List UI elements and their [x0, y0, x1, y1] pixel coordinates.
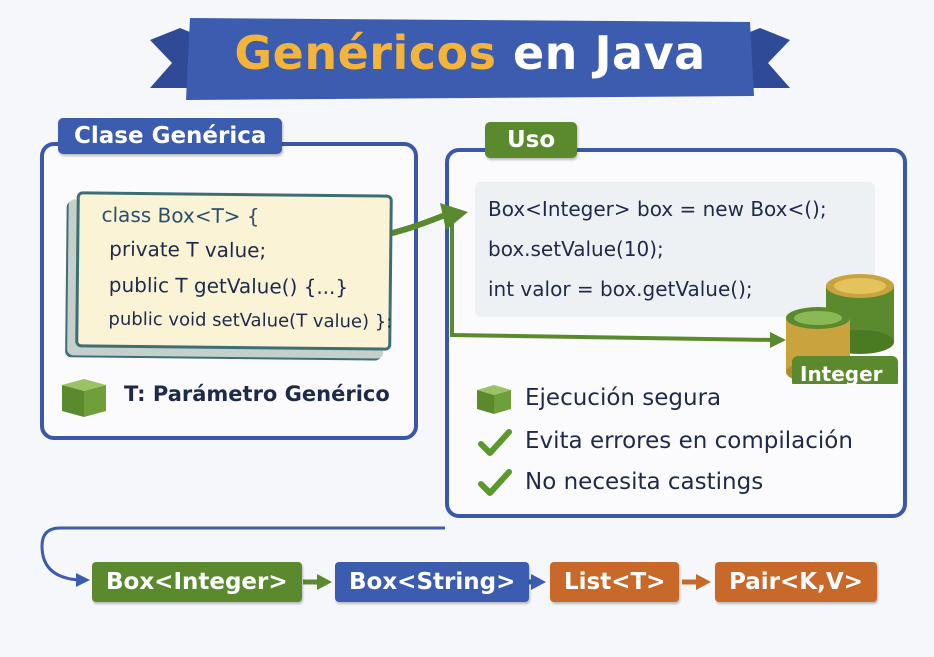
- page-title: Genéricos en Java: [150, 26, 790, 80]
- title-ribbon: [150, 18, 790, 100]
- chain-item-box-string: Box<String>: [335, 562, 530, 602]
- title-part-1: Genéricos: [234, 26, 497, 80]
- chain-arrow-3: [682, 574, 711, 590]
- generic-class-tag: Clase Genérica: [58, 118, 283, 154]
- code-line: class Box<T> {: [101, 202, 260, 229]
- benefit-item: Ejecución segura: [525, 385, 722, 411]
- chain-item-box-integer: Box<Integer>: [92, 562, 302, 602]
- check-icon: [478, 469, 512, 496]
- generic-parameter-label: T: Parámetro Genérico: [124, 382, 390, 406]
- benefit-item: Evita errores en compilación: [525, 428, 853, 454]
- usage-code-line: int valor = box.getValue();: [488, 277, 753, 301]
- code-line: public void setValue(T value) }:: [108, 308, 393, 333]
- chain-item-list: List<T>: [550, 562, 680, 602]
- usage-code-card: [475, 182, 875, 317]
- integer-coins-icon: [786, 274, 898, 384]
- chain-item-pair: Pair<K,V>: [715, 562, 877, 602]
- integer-label: Integer: [800, 362, 883, 386]
- generic-class-code-card: class Box<T> { private T value; public T…: [75, 191, 393, 351]
- cube-icon: [477, 385, 511, 414]
- usage-code-line: Box<Integer> box = new Box<();: [488, 197, 827, 221]
- usage-tag: Uso: [485, 122, 578, 158]
- chain-arrow-1: [303, 574, 332, 590]
- cube-icon: [62, 379, 106, 417]
- check-icon: [478, 429, 512, 456]
- code-line: public T getValue() {...}: [108, 272, 349, 300]
- code-line: private T value;: [109, 236, 267, 263]
- benefit-item: No necesita castings: [525, 469, 764, 495]
- usage-code-line: box.setValue(10);: [488, 237, 664, 261]
- title-part-2: en Java: [512, 26, 706, 80]
